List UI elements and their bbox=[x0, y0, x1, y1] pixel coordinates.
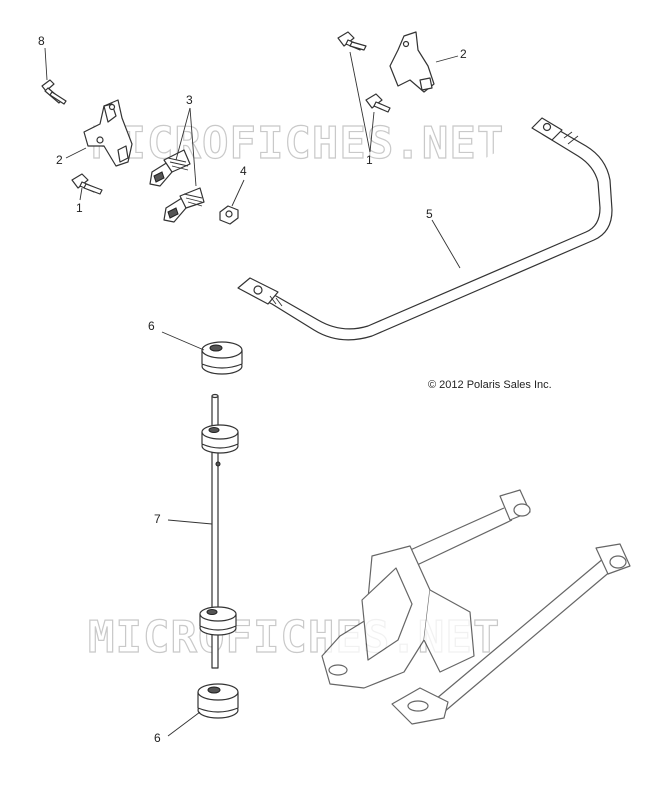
callout-6-bottom: 6 bbox=[154, 731, 161, 745]
bolt-part-8 bbox=[41, 79, 67, 105]
leader-8 bbox=[44, 47, 48, 81]
leader-3a bbox=[175, 107, 191, 161]
leader-6-bottom bbox=[167, 711, 201, 737]
callout-7: 7 bbox=[154, 512, 161, 526]
bolt-part-1-right-upper bbox=[337, 31, 367, 51]
leader-6-top bbox=[161, 331, 205, 351]
leader-3b bbox=[189, 107, 197, 187]
leader-4 bbox=[231, 179, 245, 207]
leader-5 bbox=[431, 219, 461, 269]
leader-1-right-a bbox=[349, 51, 371, 153]
callout-1-right: 1 bbox=[366, 153, 373, 167]
nut-part-4 bbox=[219, 205, 239, 225]
callout-4: 4 bbox=[240, 164, 247, 178]
grommet-part-6-bottom bbox=[197, 683, 239, 719]
bushing-part-3-upper bbox=[149, 149, 191, 187]
callout-1-left: 1 bbox=[76, 201, 83, 215]
stabilizer-bar-part-5 bbox=[237, 117, 613, 341]
leader-1-right-b bbox=[369, 111, 375, 153]
bushing-part-3-lower bbox=[163, 187, 205, 223]
callout-2-right: 2 bbox=[460, 47, 467, 61]
link-rod-part-7 bbox=[199, 393, 239, 669]
clamp-part-2-right bbox=[389, 31, 435, 93]
copyright-text: © 2012 Polaris Sales Inc. bbox=[428, 379, 552, 391]
bolt-part-1-right-lower bbox=[365, 93, 391, 113]
leader-7 bbox=[167, 519, 213, 525]
leader-2-right bbox=[435, 55, 459, 63]
leader-2-left bbox=[65, 147, 87, 159]
callout-2-left: 2 bbox=[56, 153, 63, 167]
callout-3: 3 bbox=[186, 93, 193, 107]
watermark-top: MICROFICHES.NET bbox=[92, 118, 504, 169]
leader-1-left bbox=[79, 187, 83, 201]
bolt-part-1-left bbox=[71, 173, 103, 195]
grommet-part-6-top bbox=[201, 341, 243, 375]
callout-8: 8 bbox=[38, 34, 45, 48]
callout-6-top: 6 bbox=[148, 319, 155, 333]
callout-5: 5 bbox=[426, 207, 433, 221]
clamp-part-2-left bbox=[83, 99, 133, 167]
a-arm-reference bbox=[321, 489, 631, 725]
